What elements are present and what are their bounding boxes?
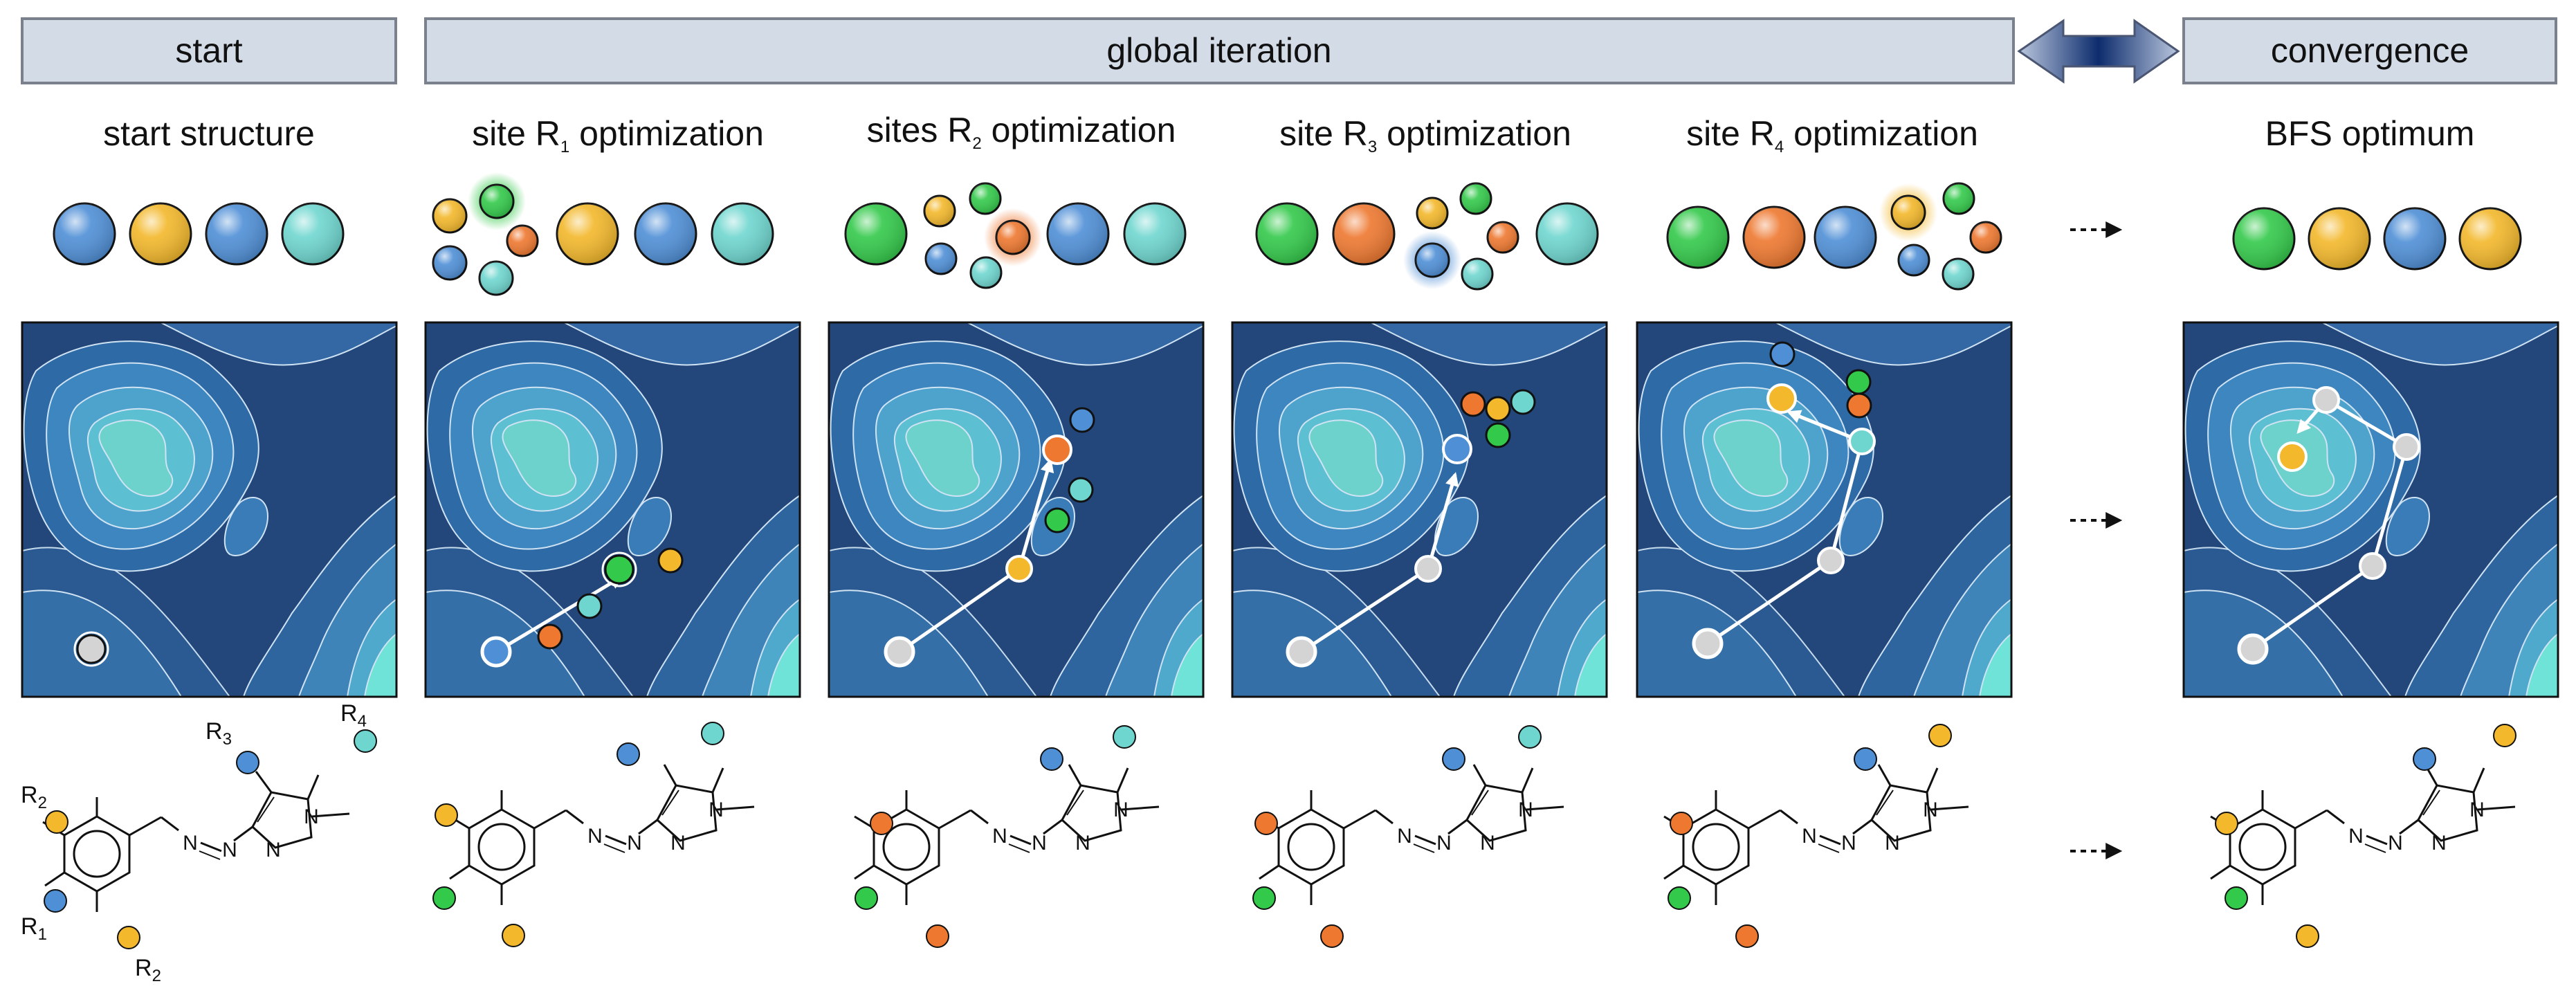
svg-text:N: N (1802, 825, 1817, 848)
label-r4: R4 (340, 700, 367, 731)
molecule-bfs: N N N N (2210, 724, 2516, 948)
svg-text:N: N (304, 805, 319, 828)
svg-text:N: N (1113, 798, 1129, 821)
header-convergence-label: convergence (2271, 31, 2469, 70)
column-titles: start structure site R1 optimization sit… (103, 111, 2474, 156)
header-global-iteration: global iteration (424, 17, 2015, 84)
spheres-r4 (1666, 182, 2002, 291)
spheres-start (53, 202, 345, 266)
svg-text:N: N (1436, 832, 1452, 855)
double-arrow-icon (2017, 19, 2180, 84)
svg-text:N: N (1841, 832, 1856, 855)
svg-text:N: N (1885, 832, 1900, 855)
svg-text:N: N (992, 825, 1007, 848)
svg-text:N: N (1032, 832, 1047, 855)
molecule-row: N N N N R2 R1 R2 R3 R4 N N N (21, 700, 2516, 985)
svg-text:N: N (2469, 798, 2485, 821)
svg-text:N: N (709, 798, 724, 821)
header-start: start (21, 17, 397, 84)
label-r2-lower: R2 (135, 955, 161, 985)
title-bfs-optimum: BFS optimum (2265, 114, 2475, 153)
svg-text:N: N (2388, 832, 2403, 855)
svg-text:N: N (1480, 832, 1495, 855)
header-convergence: convergence (2182, 17, 2557, 84)
molecule-r3: N N N N (1252, 725, 1565, 948)
continuation-arrows (2070, 221, 2123, 859)
sphere-row (53, 172, 2522, 296)
landscape-r3 (1231, 321, 1608, 698)
svg-text:N: N (2431, 832, 2447, 855)
stage-headers: start global iteration convergence (21, 17, 2557, 84)
title-site-r1: site R1 optimization (472, 114, 764, 156)
molecule-r2: N N N N (854, 725, 1160, 948)
label-r1: R1 (21, 913, 47, 944)
spheres-r3 (1255, 182, 1599, 291)
svg-text:N: N (1075, 832, 1090, 855)
landscape-r1 (424, 321, 801, 698)
svg-text:N: N (1923, 798, 1938, 821)
title-site-r4: site R4 optimization (1686, 114, 1978, 156)
svg-text:N: N (266, 839, 281, 861)
svg-text:N: N (670, 832, 686, 855)
spheres-bfs (2232, 207, 2522, 271)
spheres-r2 (844, 182, 1187, 289)
header-global-label: global iteration (1106, 31, 1331, 70)
landscape-start (21, 321, 398, 698)
svg-text:N: N (222, 839, 237, 861)
label-r2-upper: R2 (21, 782, 47, 812)
label-r3: R3 (205, 718, 232, 749)
spheres-r1 (432, 172, 774, 296)
svg-text:N: N (627, 832, 642, 855)
molecule-start: N N N N R2 R1 R2 R3 R4 (21, 700, 377, 985)
svg-text:N: N (1518, 798, 1533, 821)
landscape-bfs (2182, 321, 2559, 698)
svg-text:N: N (2348, 825, 2364, 848)
title-sites-r2: sites R2 optimization (867, 111, 1176, 153)
title-site-r3: site R3 optimization (1279, 114, 1571, 156)
landscape-r2 (828, 321, 1205, 698)
header-start-label: start (175, 31, 242, 70)
svg-text:N: N (587, 825, 603, 848)
landscape-r4 (1636, 321, 2013, 698)
title-start-structure: start structure (103, 114, 315, 153)
landscape-row (21, 321, 2559, 698)
svg-text:N: N (1397, 825, 1412, 848)
molecule-r4: N N N N (1663, 724, 1970, 948)
svg-text:N: N (183, 832, 198, 855)
molecule-r1: N N N N (432, 722, 756, 947)
